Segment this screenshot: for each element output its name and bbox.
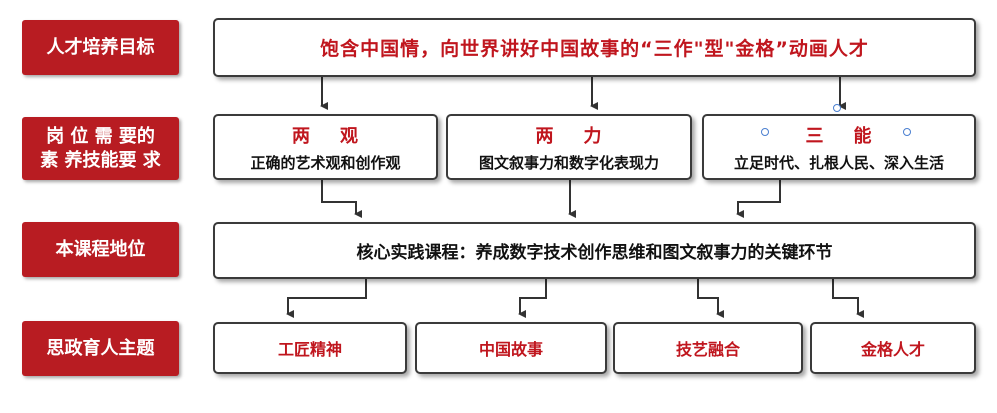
- goal-box: 饱含中国情，向世界讲好中国故事的“三作"型"金格”动画人才: [213, 18, 976, 77]
- theme-text: 工匠精神: [277, 340, 342, 359]
- ability-box-two-views: 两 观 正确的艺术观和创作观: [213, 114, 438, 180]
- ability-desc: 正确的艺术观和创作观: [250, 153, 401, 172]
- label-skill-requirements: 岗 位 需 要的 素 养技能要 求: [22, 117, 179, 180]
- selection-handle-dot: [833, 104, 841, 112]
- selection-handle-dot: [761, 128, 769, 136]
- theme-box-golden-talent: 金格人才: [810, 322, 976, 374]
- ability-title: 两 力: [535, 125, 603, 147]
- ability-title: 两 观: [291, 125, 360, 147]
- theme-box-art-fusion: 技艺融合: [613, 322, 803, 374]
- ability-desc: 图文叙事力和数字化表现力: [478, 153, 659, 172]
- goal-text: 饱含中国情，向世界讲好中国故事的“三作"型"金格”动画人才: [320, 38, 869, 60]
- theme-text: 技艺融合: [675, 340, 740, 359]
- label-talent-goal: 人才培养目标: [22, 20, 179, 75]
- label-ideology-theme: 思政育人主题: [22, 321, 179, 376]
- ability-box-two-powers: 两 力 图文叙事力和数字化表现力: [446, 114, 692, 180]
- theme-text: 金格人才: [860, 340, 925, 359]
- course-position-text: 核心实践课程：养成数字技术创作思维和图文叙事力的关键环节: [356, 243, 833, 263]
- label-course-position: 本课程地位: [22, 222, 179, 277]
- theme-box-china-story: 中国故事: [415, 322, 607, 374]
- theme-text: 中国故事: [478, 340, 543, 359]
- ability-title: 三 能: [805, 125, 873, 147]
- selection-handle-dot: [903, 128, 911, 136]
- ability-box-three-abilities: 三 能 立足时代、扎根人民、深入生活: [702, 114, 976, 180]
- course-position-box: 核心实践课程：养成数字技术创作思维和图文叙事力的关键环节: [213, 222, 976, 279]
- theme-box-craftsman-spirit: 工匠精神: [213, 322, 407, 374]
- ability-desc: 立足时代、扎根人民、深入生活: [733, 153, 944, 172]
